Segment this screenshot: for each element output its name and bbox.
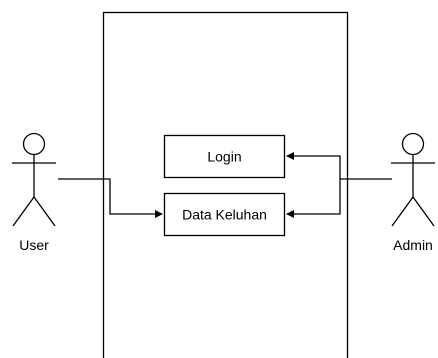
system-boundary [102, 11, 349, 358]
use-case-data-keluhan-label: Data Keluhan [182, 207, 267, 223]
admin-actor-label: Admin [393, 237, 433, 253]
admin-actor-head [401, 132, 425, 156]
user-actor-label: User [19, 237, 49, 253]
user-actor-right-leg [33, 196, 56, 227]
connector-admin-to-data-keluhan [286, 179, 341, 218]
user-actor-left-leg [12, 196, 35, 227]
connector-admin-to-login [286, 152, 392, 180]
use-case-data-keluhan-box [163, 192, 286, 237]
admin-actor[interactable]: Admin [391, 132, 435, 254]
use-case-login-box [163, 134, 286, 179]
user-actor[interactable]: User [12, 132, 56, 254]
use-case-login[interactable]: Login [163, 134, 286, 179]
use-case-login-label: Login [207, 149, 241, 165]
connector-user-to-data-keluhan [58, 178, 163, 218]
use-case-data-keluhan[interactable]: Data Keluhan [163, 192, 286, 237]
user-actor-head [22, 132, 46, 156]
admin-actor-left-leg [391, 196, 414, 227]
admin-actor-right-leg [412, 196, 435, 227]
